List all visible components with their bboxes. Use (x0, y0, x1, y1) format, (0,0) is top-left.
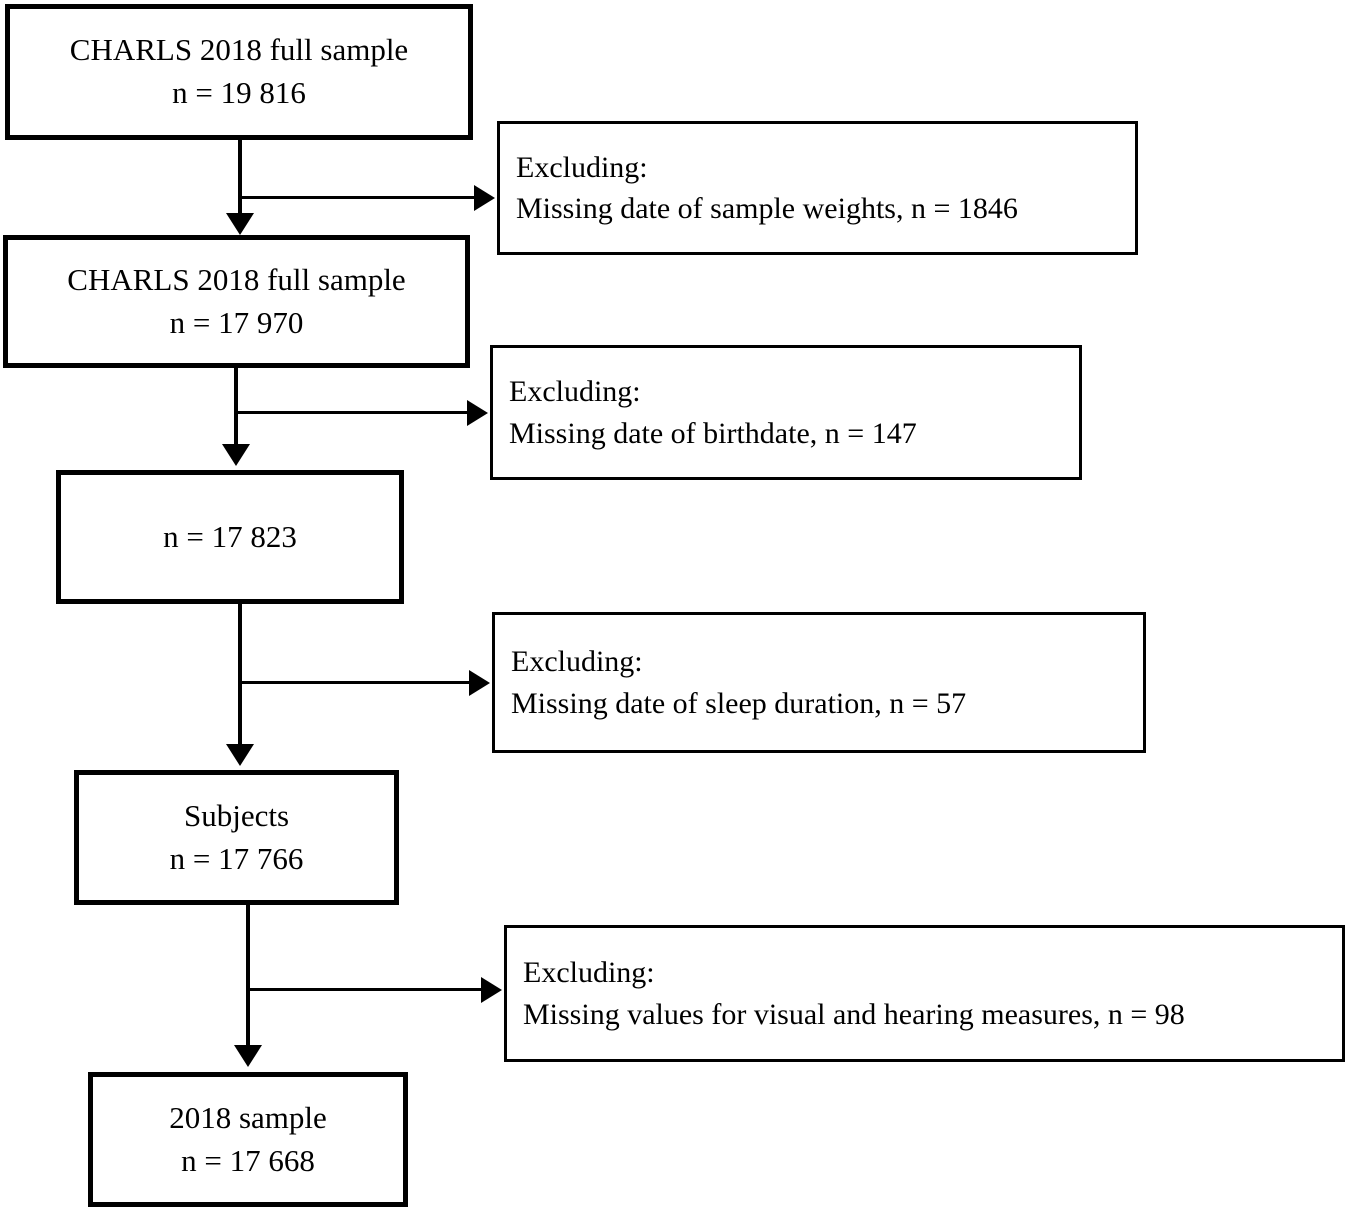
connector-horizontal-2 (236, 411, 469, 414)
node-excluding-3-line-2: Missing date of sleep duration, n = 57 (511, 686, 967, 720)
node-excluding-2-line-2: Missing date of birthdate, n = 147 (509, 416, 917, 450)
node-excluding-1-line-1: Excluding: (516, 150, 648, 184)
node-excluding-4-line-2: Missing values for visual and hearing me… (523, 997, 1185, 1031)
node-final-sample: 2018 sample n = 17 668 (88, 1072, 408, 1207)
node-subjects-line-2: n = 17 766 (169, 840, 304, 876)
connector-vertical-1 (238, 139, 242, 217)
connector-horizontal-3 (240, 681, 471, 684)
node-final-sample-line-1: 2018 sample (169, 1099, 327, 1135)
connector-vertical-4 (246, 905, 250, 1047)
arrow-right-2 (467, 400, 488, 426)
node-count-3-line-1: n = 17 823 (163, 518, 297, 554)
connector-vertical-2 (234, 368, 238, 448)
node-excluding-3: Excluding: Missing date of sleep duratio… (492, 612, 1146, 753)
arrow-right-4 (481, 977, 502, 1003)
node-excluding-1: Excluding: Missing date of sample weight… (497, 121, 1138, 255)
node-full-sample-1: CHARLS 2018 full sample n = 19 816 (5, 4, 473, 140)
connector-vertical-3 (238, 604, 242, 746)
node-subjects: Subjects n = 17 766 (74, 770, 399, 905)
node-subjects-line-1: Subjects (183, 797, 290, 833)
arrow-down-1 (226, 213, 254, 235)
node-excluding-4-line-1: Excluding: (523, 956, 655, 990)
connector-horizontal-1 (240, 196, 476, 199)
node-excluding-4: Excluding: Missing values for visual and… (504, 925, 1345, 1062)
node-excluding-1-line-2: Missing date of sample weights, n = 1846 (516, 192, 1018, 225)
node-final-sample-line-2: n = 17 668 (181, 1142, 315, 1178)
node-full-sample-2-line-2: n = 17 970 (169, 304, 304, 340)
arrow-down-2 (222, 444, 250, 466)
node-full-sample-2-line-1: CHARLS 2018 full sample (67, 261, 406, 297)
node-excluding-2-line-1: Excluding: (509, 375, 641, 409)
node-full-sample-2: CHARLS 2018 full sample n = 17 970 (3, 235, 470, 368)
arrow-right-3 (469, 670, 490, 696)
node-full-sample-1-line-1: CHARLS 2018 full sample (69, 32, 409, 68)
connector-horizontal-4 (248, 988, 483, 991)
node-full-sample-1-line-2: n = 19 816 (172, 75, 306, 110)
arrow-down-4 (234, 1045, 262, 1067)
node-excluding-2: Excluding: Missing date of birthdate, n … (490, 345, 1082, 480)
arrow-right-1 (474, 185, 495, 211)
node-count-3: n = 17 823 (56, 470, 404, 604)
arrow-down-3 (226, 744, 254, 766)
node-excluding-3-line-1: Excluding: (511, 645, 643, 679)
